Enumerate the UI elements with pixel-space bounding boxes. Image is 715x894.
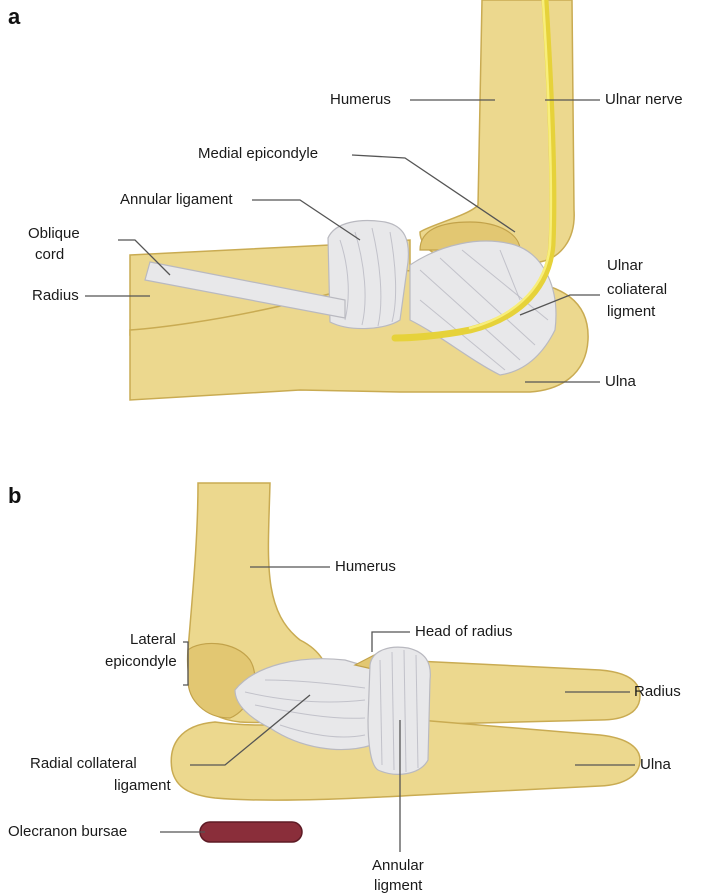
panel-b-label-lateral-epicondyle-1: Lateral bbox=[130, 631, 176, 648]
panel-a-label-medial-epicondyle: Medial epicondyle bbox=[198, 145, 318, 162]
panel-b-label-radial-collateral-2: ligament bbox=[114, 777, 172, 794]
panel-b-label-lateral-epicondyle-2: epicondyle bbox=[105, 653, 177, 670]
panel-a-label-radius: Radius bbox=[32, 287, 79, 304]
panel-b-label-annular-ligment-2: ligment bbox=[374, 877, 423, 894]
panel-b-label-annular-ligment-1: Annular bbox=[372, 857, 424, 874]
panel-a-label-ulnar-nerve: Ulnar nerve bbox=[605, 91, 683, 108]
panel-a-label-annular-ligament: Annular ligament bbox=[120, 191, 233, 208]
panel-a-label-ulna: Ulna bbox=[605, 373, 637, 390]
panel-b-label-olecranon-bursae: Olecranon bursae bbox=[8, 823, 127, 840]
panel-b-olecranon-bursae-shape bbox=[200, 822, 302, 842]
panel-b-letter: b bbox=[8, 483, 21, 508]
panel-a: a bbox=[8, 0, 683, 400]
panel-a-label-humerus: Humerus bbox=[330, 91, 391, 108]
panel-b-annular-ligament-shape bbox=[368, 647, 430, 774]
panel-b-label-humerus: Humerus bbox=[335, 558, 396, 575]
panel-b-label-radius: Radius bbox=[634, 683, 681, 700]
panel-a-label-oblique-cord-2: cord bbox=[35, 246, 64, 263]
panel-b-label-ulna: Ulna bbox=[640, 756, 672, 773]
panel-a-letter: a bbox=[8, 4, 21, 29]
panel-b-label-head-of-radius: Head of radius bbox=[415, 623, 513, 640]
panel-b: b bbox=[8, 483, 681, 894]
panel-a-label-ulnar-collateral-3: ligment bbox=[607, 303, 656, 320]
panel-a-label-oblique-cord-1: Oblique bbox=[28, 225, 80, 242]
panel-a-label-ulnar-collateral-1: Ulnar bbox=[607, 257, 643, 274]
panel-b-label-radial-collateral-1: Radial collateral bbox=[30, 755, 137, 772]
panel-a-label-ulnar-collateral-2: coliateral bbox=[607, 281, 667, 298]
